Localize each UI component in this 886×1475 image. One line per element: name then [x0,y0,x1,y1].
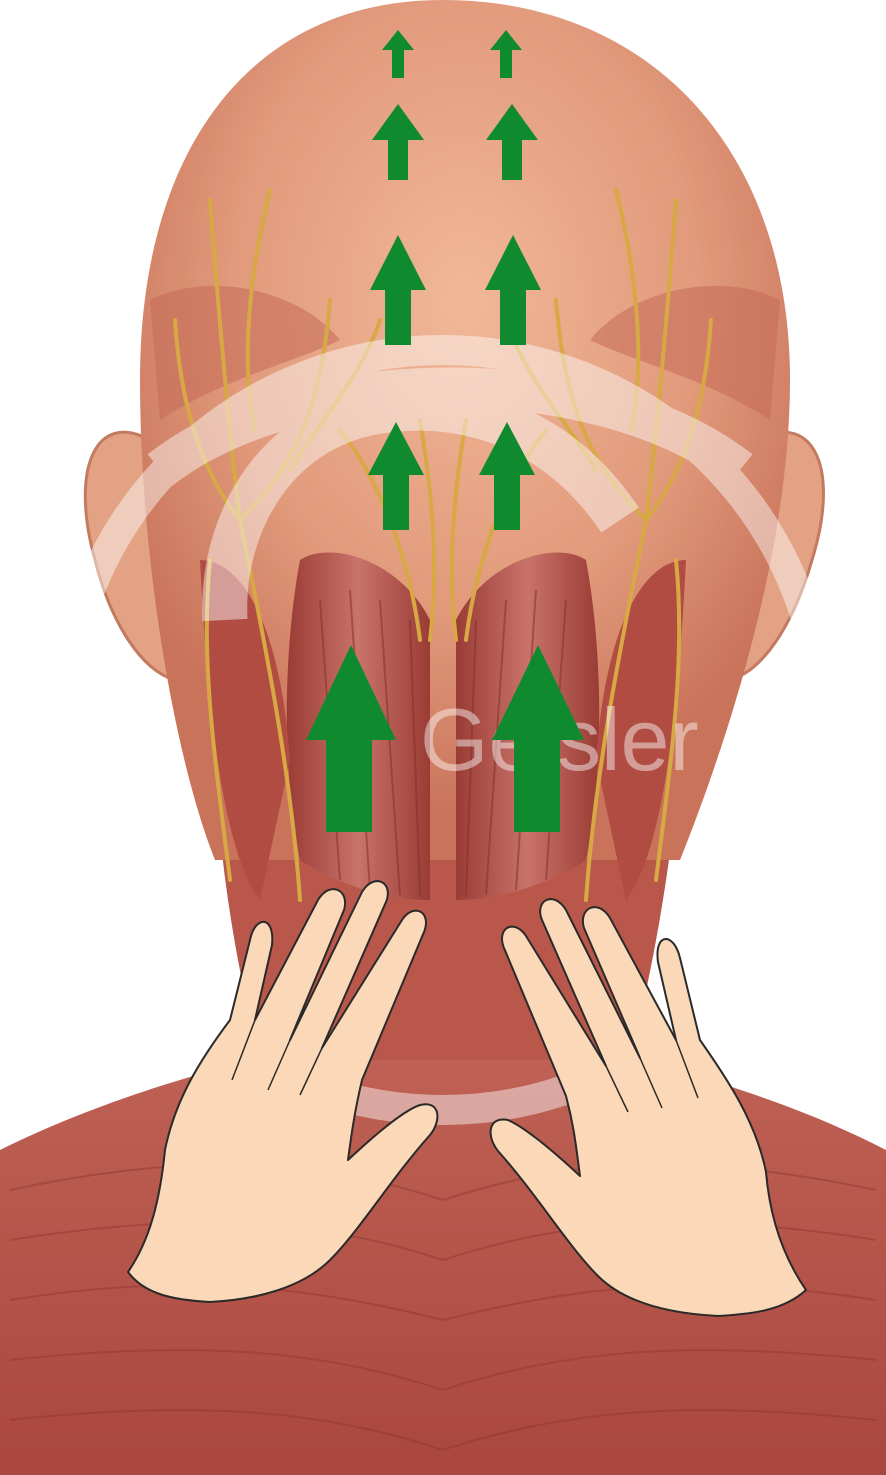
anatomy-illustration: Geisler [0,0,886,1475]
